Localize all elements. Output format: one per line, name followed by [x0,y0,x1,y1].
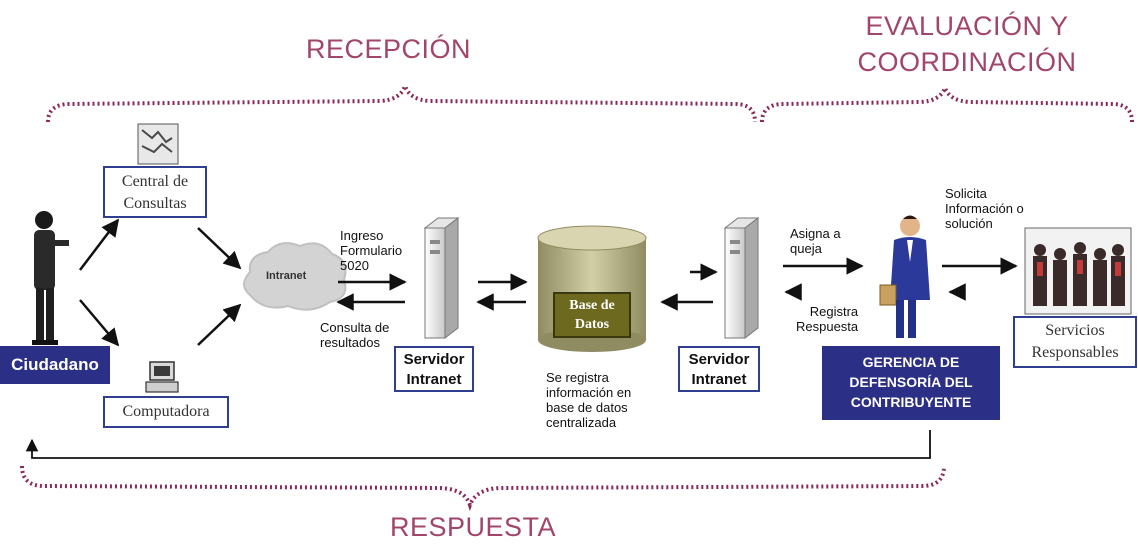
annotation-asigna-line1: Asigna a [790,226,841,241]
annotation-registra-db-line1: Se registra [546,370,609,385]
fax-icon [137,123,179,165]
annotation-ingreso-line1: Ingreso [340,228,384,243]
computer-icon [145,361,179,393]
annotation-asigna-line2: queja [790,241,822,256]
annotation-ingreso-line2: Formulario [340,243,403,258]
annotation-ingreso-line3: 5020 [340,258,369,273]
servidor-intranet-2-box: Servidor Intranet [678,346,760,392]
central-label-line1: Central de [121,173,189,190]
annotation-solicita-line3: solución [945,216,993,231]
servicios-line1: Servicios [1045,322,1105,339]
base-line1: Base de [569,298,615,313]
annotation-solicita: Solicita Información o solución [945,186,1024,231]
base-de-datos-label: Base de Datos [553,292,631,338]
servidor1-line2: Intranet [406,371,462,388]
server-2-icon [723,216,760,340]
annotation-registra-respuesta: Registra Respuesta [796,304,858,334]
evaluacion-brace [760,82,1134,123]
annotation-registra-respuesta-line2: Respuesta [796,319,859,334]
annotation-ingreso: Ingreso Formulario 5020 [340,228,402,273]
gerencia-label: GERENCIA DE DEFENSORÍA DEL CONTRIBUYENTE [822,346,1000,420]
annotation-solicita-line1: Solicita [945,186,987,201]
gerencia-line2: DEFENSORÍA DEL [849,374,973,390]
annotation-consulta-line1: Consulta de [320,320,390,335]
annotation-asigna: Asigna a queja [790,226,841,256]
central-label-line2: Consultas [123,195,187,212]
servidor-intranet-1-box: Servidor Intranet [394,346,474,392]
annotation-consulta: Consulta de resultados [320,320,389,350]
recepcion-brace [46,80,757,123]
section-title-evaluacion-line1: EVALUACIÓN Y [865,11,1069,41]
annotation-registra-respuesta-line1: Registra [809,304,859,319]
servidor1-line1: Servidor [403,351,465,368]
section-title-respuesta: RESPUESTA [390,512,557,542]
manager-figure-icon [879,215,930,338]
annotation-consulta-line2: resultados [320,335,380,350]
central-de-consultas-box: Central de Consultas [103,166,207,218]
flow-arrows [79,218,1018,347]
server-1-icon [423,216,460,340]
annotation-registra-db-line3: base de datos [546,400,628,415]
section-title-evaluacion: EVALUACIÓN Y COORDINACIÓN [832,8,1102,80]
gerencia-line3: CONTRIBUYENTE [850,394,972,410]
servidor2-line1: Servidor [688,351,750,368]
gerencia-line1: GERENCIA DE [862,354,960,370]
annotation-solicita-line2: Información o [945,201,1024,216]
intranet-cloud-icon [243,242,347,311]
base-line2: Datos [574,317,610,332]
annotation-registra-db: Se registra información en base de datos… [546,370,631,430]
servicios-group-photo-icon [1024,227,1132,315]
respuesta-brace [20,465,946,512]
section-title-evaluacion-line2: COORDINACIÓN [857,47,1077,77]
intranet-cloud-label: Intranet [266,270,307,282]
servicios-responsables-box: Servicios Responsables [1013,316,1137,368]
computadora-box: Computadora [103,396,229,428]
return-arrow [25,430,931,459]
servicios-line2: Responsables [1031,344,1119,361]
annotation-registra-db-line2: información en [546,385,632,400]
servidor2-line2: Intranet [691,371,747,388]
citizen-figure-icon [32,211,69,345]
annotation-registra-db-line4: centralizada [546,415,617,430]
ciudadano-label: Ciudadano [0,346,110,384]
section-title-recepcion: RECEPCIÓN [306,34,472,64]
